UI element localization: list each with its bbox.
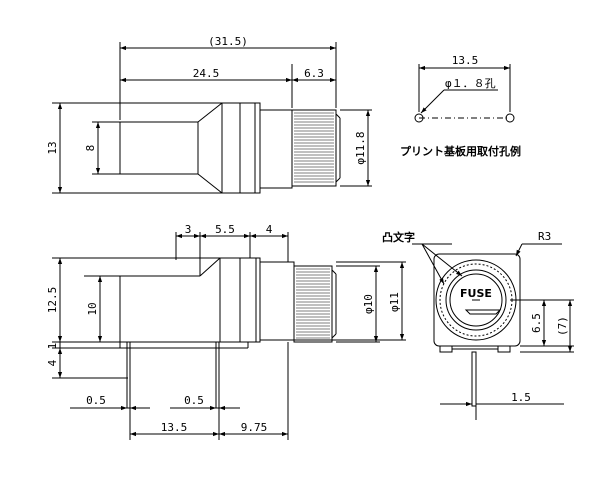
pcb-hole-example-label: プリント基板用取付孔例 [400,144,521,158]
embossed-text-label: 凸文字 [382,230,415,244]
dim-1: 1 [46,343,59,350]
dim-hole-diameter: φ１．８孔 [445,77,496,90]
dim-pin-0-5a: 0.5 [86,394,106,407]
dim-dia-10: φ10 [362,294,375,314]
pcb-hole-left [414,113,424,123]
top-knurled-cap [291,109,337,187]
dim-12-5: 12.5 [46,287,59,314]
pcb-hole-example [414,64,515,123]
dim-overall-length: (31.5) [208,35,248,48]
r3-leader [515,243,523,257]
front-pin-left [126,341,131,409]
dim-window-8: 8 [84,145,97,152]
front-pin-right [215,341,220,409]
dim-r3: R3 [538,230,551,243]
end-view [412,243,574,420]
dim-4-vertical: 4 [46,359,59,366]
dim-body-length: 24.5 [193,67,220,80]
dim-1-5: 1.5 [511,391,531,404]
front-knurl-hatching [296,268,330,339]
label-text: プリント基板用取付孔例 凸文字 FUSE [382,144,521,300]
end-pin [471,351,477,407]
hole-leader-line [420,89,445,114]
dim-5-5: 5.5 [215,223,235,236]
front-body-outline [59,257,261,343]
pcb-hole-right [505,113,515,123]
dim-3: 3 [185,223,192,236]
dim-dia-11: φ11 [388,292,401,312]
dim-height-13: 13 [46,141,59,154]
dim-cap-length: 6.3 [304,67,324,80]
dim-pin-pitch: 13.5 [161,421,188,434]
dim-10: 10 [86,302,99,315]
fuse-marking: FUSE [460,287,492,300]
emboss-leader-2 [421,243,463,277]
top-view [52,42,372,194]
dim-hole-pitch: 13.5 [452,54,479,67]
dim-cap-diameter: φ11.8 [354,131,367,164]
dim-7: (7) [556,316,569,336]
dim-pin-0-5b: 0.5 [184,394,204,407]
dim-6-5: 6.5 [530,313,543,333]
top-knurl-hatching [294,112,334,183]
front-knurled-cap [293,265,333,343]
dim-4: 4 [266,223,273,236]
dimension-text: (31.5) 24.5 6.3 13 8 φ11.8 13.5 φ１．８孔 3 … [46,35,569,434]
emboss-leader-1 [421,243,445,285]
dim-9-75: 9.75 [241,421,268,434]
front-view [52,232,406,440]
